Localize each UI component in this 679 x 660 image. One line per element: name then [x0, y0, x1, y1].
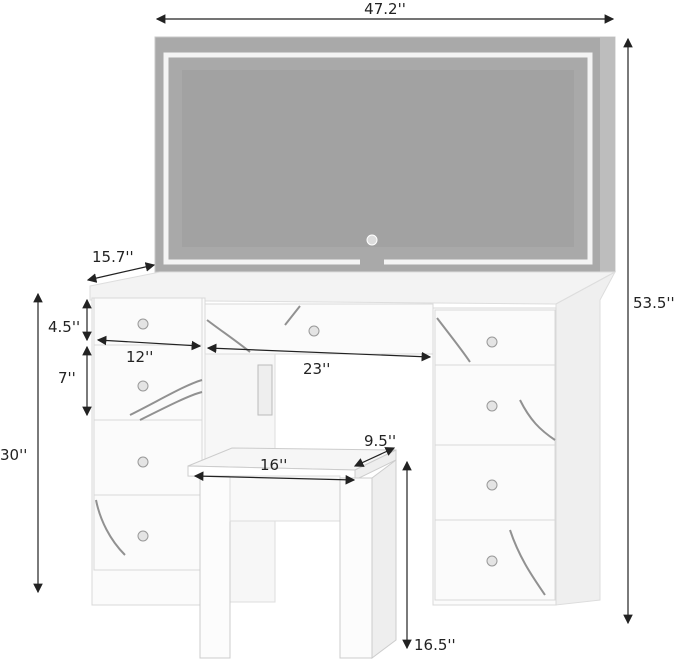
total-width-label: 47.2'' [364, 0, 406, 18]
top-drawer-height-label: 4.5'' [48, 318, 80, 336]
depth-label: 15.7'' [92, 248, 134, 266]
total-height-label: 53.5'' [633, 294, 675, 312]
drawer-left-1[interactable] [93, 297, 203, 346]
touch-switch-icon [366, 234, 378, 246]
power-outlet-icon [257, 364, 273, 416]
stool-width-label: 16'' [260, 456, 287, 474]
center-drawer-width-label: 23'' [303, 360, 330, 378]
drawer-left-3[interactable] [93, 419, 203, 496]
drawer-height-label: 7'' [58, 369, 76, 387]
desk-height-label: 30'' [0, 446, 27, 464]
stool-depth-label: 9.5'' [364, 432, 396, 450]
lighted-mirror [154, 36, 616, 273]
drawer-right-4[interactable] [434, 519, 556, 601]
stool-height-label: 16.5'' [414, 636, 456, 654]
drawer-width-label: 12'' [126, 348, 153, 366]
drawer-left-4[interactable] [93, 494, 203, 571]
stool [187, 447, 397, 659]
drawer-knob-icon [137, 318, 498, 567]
